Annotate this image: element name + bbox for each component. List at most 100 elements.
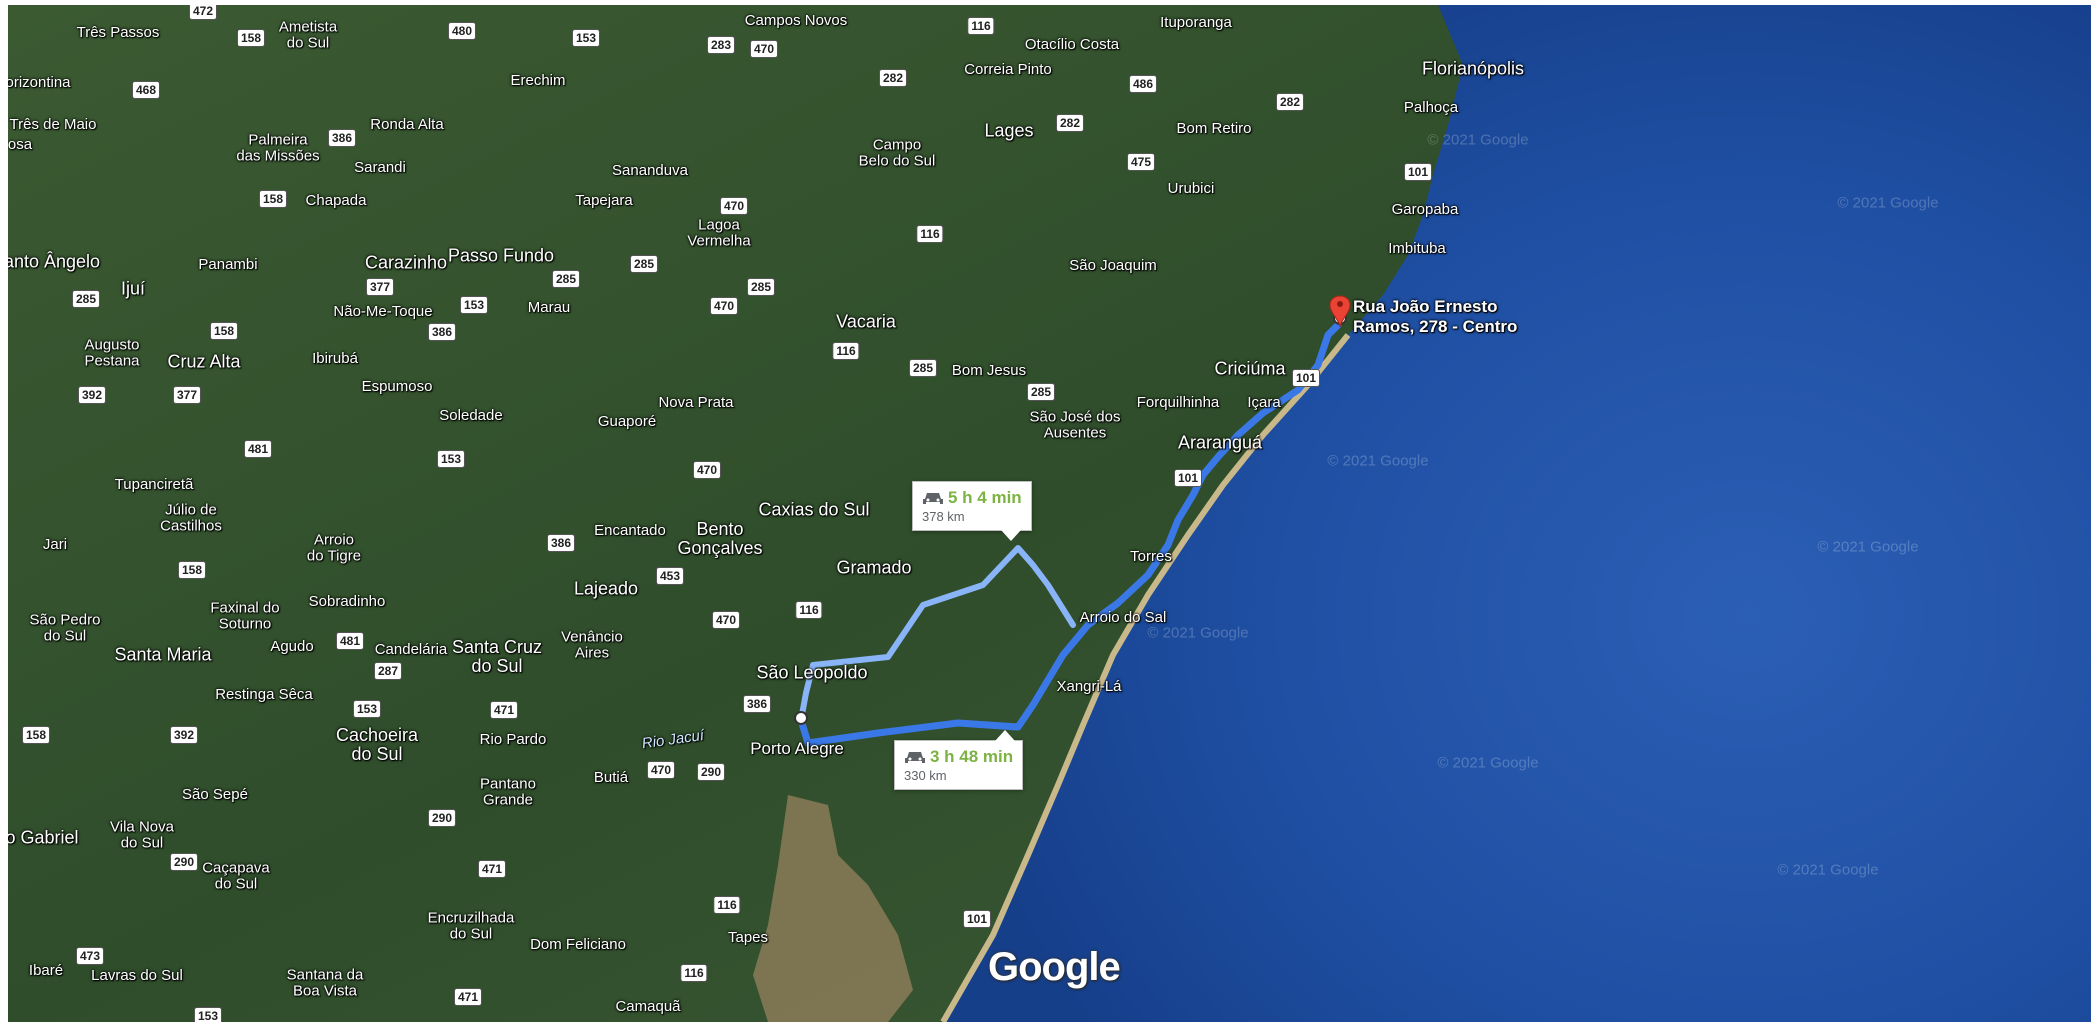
road-shield: 481	[243, 440, 273, 458]
road-shield: 116	[832, 342, 860, 360]
route-box-tail	[1001, 530, 1021, 541]
road-shield: 116	[680, 964, 708, 982]
watermark: © 2021 Google	[1427, 131, 1529, 149]
road-shield: 290	[427, 809, 457, 827]
road-shield: 472	[188, 5, 218, 20]
city-label: Soledade	[439, 407, 503, 425]
road-shield: 290	[696, 763, 726, 781]
route-alternative	[798, 545, 1076, 723]
city-label: Tupanciretã	[114, 476, 194, 494]
city-label: São Leopoldo	[756, 662, 868, 683]
city-label: Ibirubá	[312, 350, 358, 368]
road-shield: 153	[459, 296, 489, 314]
route-time: 3 h 48 min	[930, 747, 1014, 766]
route-info-alternative[interactable]: 5 h 4 min 378 km	[912, 481, 1032, 541]
city-label: Otacílio Costa	[1024, 36, 1120, 54]
coast-sand	[940, 333, 1351, 1022]
city-label: Florianópolis	[1421, 58, 1525, 79]
road-shield: 386	[327, 129, 357, 147]
city-label: Palhoça	[1403, 99, 1459, 117]
road-shield: 392	[169, 726, 199, 744]
road-shield: 386	[546, 534, 576, 552]
city-label: osa	[8, 136, 33, 154]
road-shield: 386	[427, 323, 457, 341]
city-label: Caxias do Sul	[758, 499, 870, 520]
city-label: Forquilhinha	[1136, 394, 1220, 412]
city-label: Panambi	[198, 256, 258, 274]
road-shield: 470	[709, 297, 739, 315]
city-label: Ibaré	[28, 962, 64, 980]
watermark: © 2021 Google	[1837, 194, 1939, 212]
city-label: Garopaba	[1391, 201, 1459, 219]
road-shield: 453	[655, 567, 685, 585]
road-shield: 285	[551, 270, 581, 288]
road-shield: 283	[706, 36, 736, 54]
city-label: orizontina	[8, 74, 71, 92]
city-label: São Sepé	[182, 786, 248, 804]
road-shield: 377	[365, 278, 395, 296]
road-shield: 285	[746, 278, 776, 296]
road-shield: 116	[916, 225, 944, 243]
road-shield: 158	[236, 29, 266, 47]
destination-line2: Ramos, 278 - Centro	[1353, 317, 1518, 337]
city-label: Sananduva	[612, 162, 688, 180]
city-label: Não-Me-Toque	[333, 303, 433, 321]
city-label: Cruz Alta	[167, 351, 241, 372]
road-shield: 471	[489, 701, 519, 719]
city-label: Araranguá	[1177, 432, 1263, 453]
city-label: Restinga Sêca	[215, 686, 313, 704]
sea-area	[943, 5, 2091, 1022]
route-distance: 330 km	[904, 768, 947, 783]
road-shield: 153	[436, 450, 466, 468]
city-label: Tapejara	[575, 192, 633, 210]
road-shield: 470	[692, 461, 722, 479]
road-shield: 158	[258, 190, 288, 208]
city-label: Marau	[527, 299, 571, 317]
road-shield: 470	[749, 40, 779, 58]
road-shield: 473	[75, 947, 105, 965]
road-shield: 468	[131, 81, 161, 99]
city-label: Xangri-Lá	[1056, 678, 1122, 696]
road-shield: 116	[795, 601, 823, 619]
city-label: Lavras do Sul	[91, 967, 183, 985]
car-icon	[922, 490, 944, 509]
city-label: Candelária	[374, 641, 448, 659]
city-label: o Gabriel	[8, 827, 79, 848]
route-info-primary[interactable]: 3 h 48 min 330 km	[894, 730, 1024, 790]
city-label: Nova Prata	[658, 394, 734, 412]
city-label: Chapada	[305, 192, 367, 210]
city-label: São Joaquim	[1069, 257, 1157, 275]
city-label: Tapes	[727, 929, 769, 947]
city-label: Erechim	[510, 72, 566, 90]
road-shield: 285	[629, 255, 659, 273]
road-shield: 153	[193, 1007, 223, 1022]
city-label: Ituporanga	[1160, 14, 1232, 32]
city-label: Três Passos	[76, 24, 160, 42]
road-shield: 480	[447, 22, 477, 40]
road-shield: 486	[1128, 75, 1158, 93]
destination-pin-icon	[1329, 295, 1351, 328]
road-shield: 470	[719, 197, 749, 215]
road-shield: 290	[169, 853, 199, 871]
city-label: Ronda Alta	[370, 116, 444, 134]
road-shield: 153	[352, 700, 382, 718]
city-label: Urubici	[1167, 180, 1215, 198]
road-shield: 158	[21, 726, 51, 744]
destination-label[interactable]: Rua João Ernesto Ramos, 278 - Centro	[1353, 297, 1517, 338]
city-label: Encantado	[594, 522, 666, 540]
city-label: Lages	[984, 120, 1034, 141]
city-label: Agudo	[270, 638, 314, 656]
